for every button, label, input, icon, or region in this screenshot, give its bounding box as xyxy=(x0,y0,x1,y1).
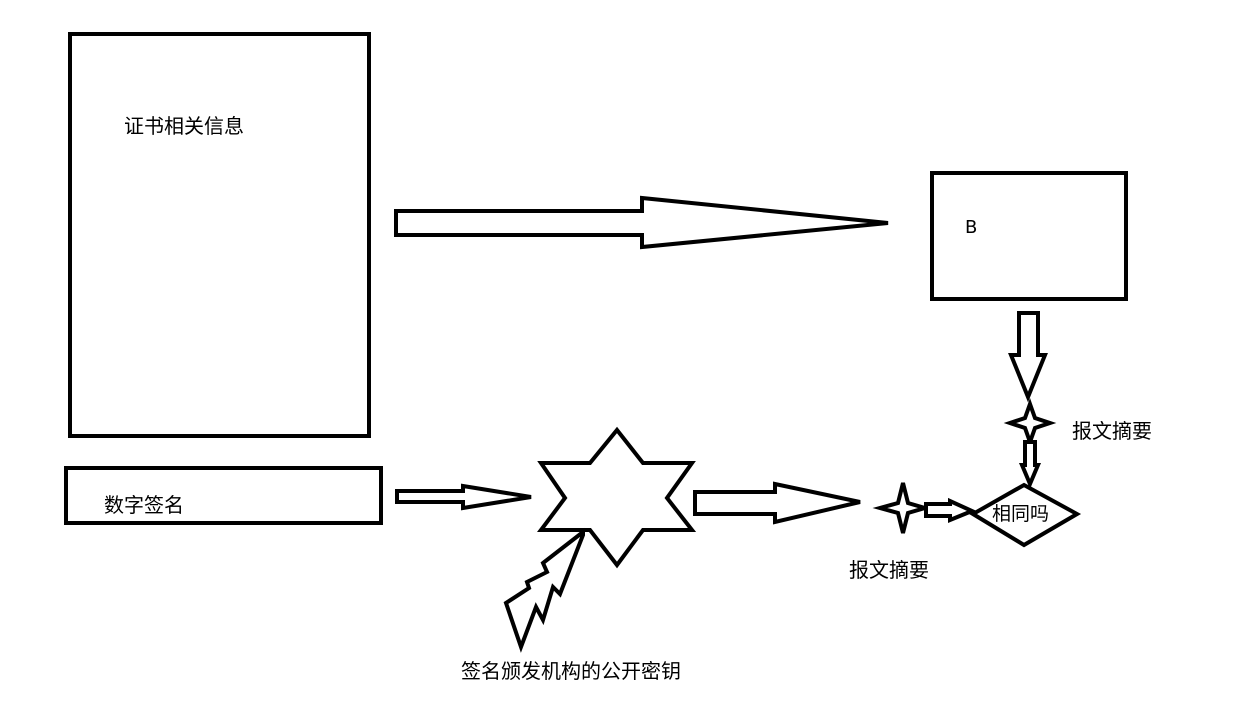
decrypt-star xyxy=(537,426,697,569)
certificate-box xyxy=(68,32,371,438)
cert-info-label: 证书相关信息 xyxy=(124,114,244,138)
arrow-signature-to-decrypt xyxy=(395,483,532,511)
same-question-label: 相同吗 xyxy=(992,503,1050,525)
arrow-decrypt-to-digest xyxy=(693,481,861,525)
compare-diamond xyxy=(969,482,1082,548)
box-b xyxy=(930,171,1128,301)
digest-star-bottom xyxy=(872,482,933,534)
arrow-digest-to-compare xyxy=(1018,440,1042,490)
arrow-digest-to-compare-left xyxy=(924,497,978,523)
lightning-key-icon xyxy=(503,527,585,653)
digital-signature-label: 数字签名 xyxy=(104,493,184,517)
arrow-cert-to-b xyxy=(394,195,889,250)
digest-star-top xyxy=(1003,398,1057,448)
signature-box xyxy=(64,466,383,525)
digest-bottom-label: 报文摘要 xyxy=(849,558,929,582)
ca-public-key-label: 签名颁发机构的公开密钥 xyxy=(461,659,681,683)
arrow-b-to-digest xyxy=(1008,311,1048,403)
digest-top-label: 报文摘要 xyxy=(1072,419,1152,443)
box-b-label: B xyxy=(965,217,978,238)
